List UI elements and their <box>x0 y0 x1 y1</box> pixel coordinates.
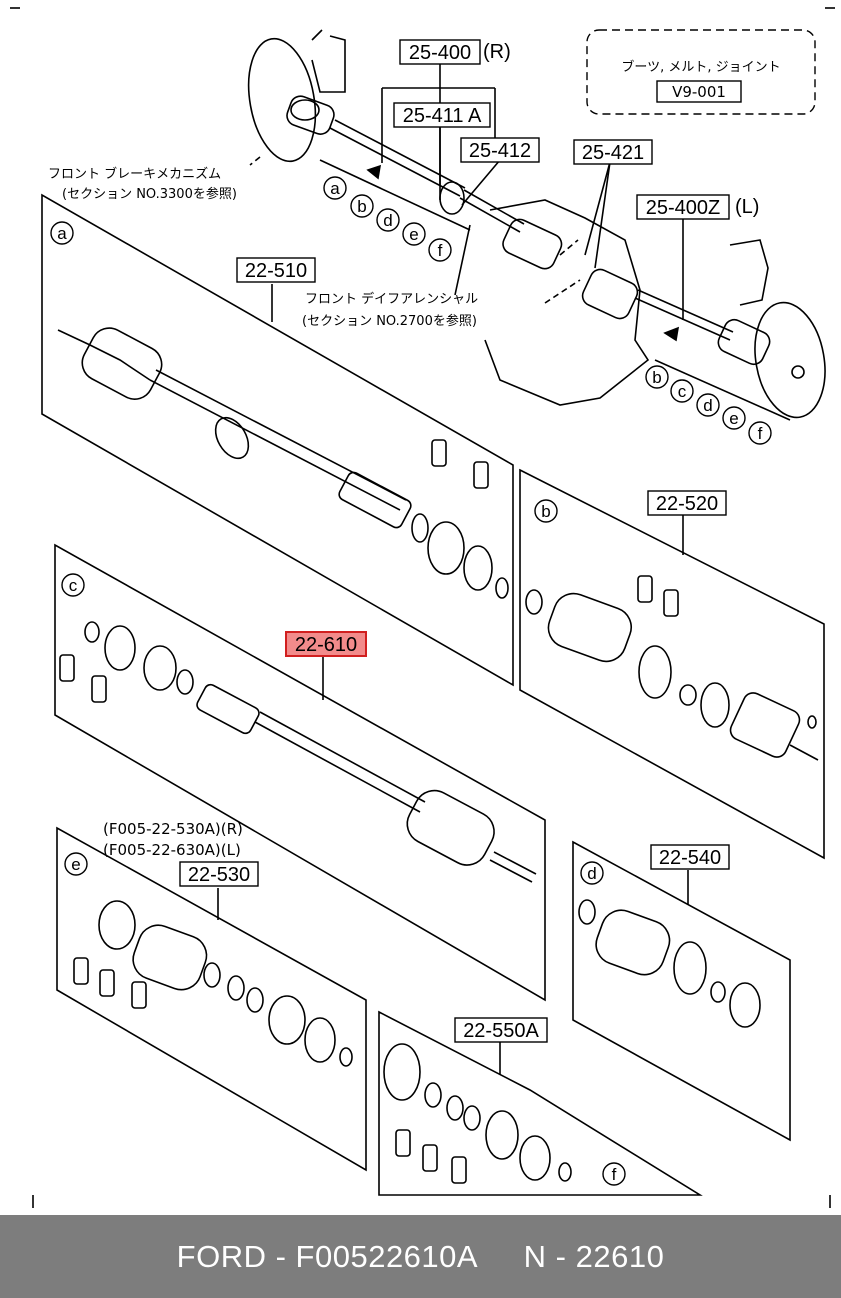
label-box-25-421 <box>573 139 653 165</box>
panel-c <box>54 543 546 1002</box>
label-22-510: 22-510 <box>245 260 307 282</box>
label-25-411a: 25-411 A <box>403 105 482 127</box>
label-box-25-411a <box>393 102 491 128</box>
label-22-520: 22-520 <box>656 493 718 515</box>
label-25-421: 25-421 <box>582 142 644 164</box>
footer-ref-number: N - 22610 <box>523 1238 665 1274</box>
label-22-540: 22-540 <box>659 847 721 869</box>
footer-bar: FORD - F00522610A N - 22610 <box>0 1215 841 1298</box>
circle-f-right: f <box>758 424 763 443</box>
circle-b-top: b <box>357 197 366 216</box>
label-25-400: 25-400 <box>409 42 471 64</box>
circle-f-top: f <box>438 241 443 260</box>
label-f005-630a: (F005-22-630A)(L) <box>103 841 241 859</box>
panel-a <box>41 193 514 687</box>
note-box-code: V9-001 <box>672 83 726 101</box>
label-box-25-400 <box>399 39 481 65</box>
circle-c-right: c <box>678 382 687 401</box>
label-22-550a: 22-550A <box>463 1020 539 1042</box>
circle-a-top: a <box>330 179 340 198</box>
circle-c-panel: c <box>69 576 78 595</box>
circle-e-top: e <box>409 225 418 244</box>
note-brake-line2: (セクション NO.3300を参照) <box>62 186 237 202</box>
label-l-mark: (L) <box>735 196 759 218</box>
circle-f-panel: f <box>612 1165 617 1184</box>
label-22-610: 22-610 <box>295 634 357 656</box>
label-box-22-610-highlight <box>285 631 367 657</box>
label-box-22-530 <box>179 861 259 887</box>
note-box-title: ブーツ, メルト, ジョイント <box>621 59 780 75</box>
label-r-mark: (R) <box>483 41 511 63</box>
note-diff-line1: フロント デイフアレンシャル <box>305 291 478 307</box>
label-box-22-540 <box>650 844 730 870</box>
note-diff-line2: (セクション NO.2700を参照) <box>302 313 477 329</box>
panel-d <box>572 840 791 1142</box>
label-box-22-550a <box>454 1017 548 1043</box>
label-25-400z: 25-400Z <box>646 197 721 219</box>
circle-d-right: d <box>703 396 712 415</box>
label-box-25-412 <box>460 137 540 163</box>
label-22-530: 22-530 <box>188 864 250 886</box>
top-assembly <box>247 29 826 421</box>
dashed-note-box <box>586 29 816 115</box>
panel-f <box>378 1010 703 1196</box>
circle-e-panel: e <box>71 855 80 874</box>
circle-d-top: d <box>383 211 392 230</box>
label-box-22-520 <box>647 490 727 516</box>
footer-spacer <box>478 1239 524 1275</box>
label-f005-530a: (F005-22-530A)(R) <box>103 820 243 838</box>
note-brake-line1: フロント ブレーキメカニズム <box>48 166 221 182</box>
panel-e <box>56 826 367 1172</box>
panel-b <box>519 468 825 860</box>
label-25-412: 25-412 <box>469 140 531 162</box>
circle-a-panel: a <box>57 224 67 243</box>
parts-diagram: 25-400 (R) 25-411 A 25-412 25-421 25-400… <box>10 7 835 1208</box>
circle-b-panel: b <box>541 502 550 521</box>
label-box-22-510 <box>236 257 316 283</box>
label-box-25-400z <box>636 194 730 220</box>
circle-d-panel: d <box>587 864 596 883</box>
footer-brand-part-number: FORD - F00522610A <box>176 1238 479 1274</box>
note-code-box <box>656 80 742 103</box>
circle-b-right: b <box>652 368 661 387</box>
circle-e-right: e <box>729 409 738 428</box>
